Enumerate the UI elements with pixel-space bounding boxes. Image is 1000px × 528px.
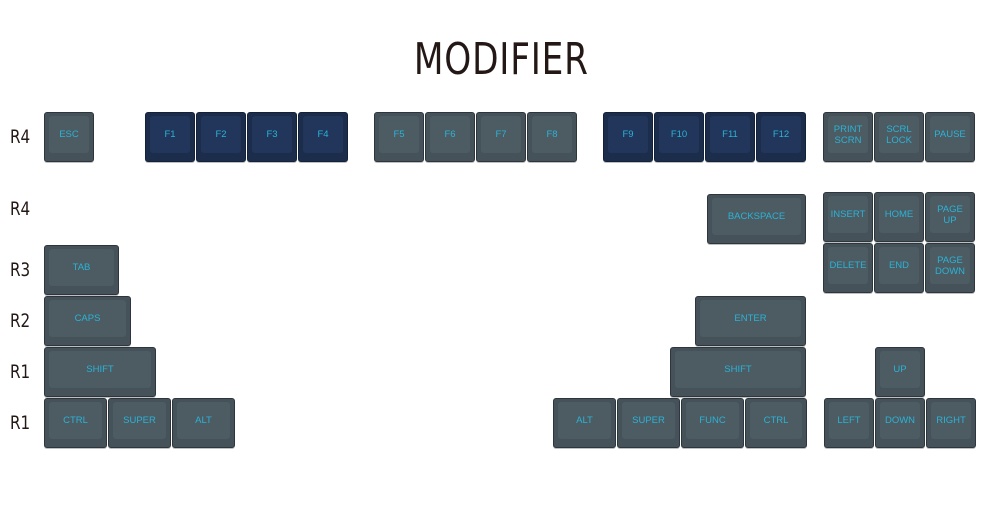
key-left-alt: ALT [172, 398, 235, 448]
keycap-legend: SHIFT [675, 351, 801, 388]
key-f11: F11 [705, 112, 755, 162]
key-pause: PAUSE [925, 112, 975, 162]
key-delete: DELETE [823, 243, 873, 293]
keycap-legend: RIGHT [931, 402, 971, 439]
key-right-shift: SHIFT [670, 347, 806, 397]
key-end: END [874, 243, 924, 293]
keycap-legend: PRINT SCRN [828, 116, 868, 153]
key-page-up: PAGE UP [925, 192, 975, 242]
key-insert: INSERT [823, 192, 873, 242]
key-f1: F1 [145, 112, 195, 162]
keycap-legend: UP [880, 351, 920, 388]
keycap-legend: ENTER [700, 300, 801, 337]
key-f3: F3 [247, 112, 297, 162]
key-arrow-left: LEFT [824, 398, 874, 448]
key-left-shift: SHIFT [44, 347, 156, 397]
keycap-legend: F6 [430, 116, 470, 153]
key-enter: ENTER [695, 296, 806, 346]
keycap-legend: PAGE UP [930, 196, 970, 233]
keycap-legend: F9 [608, 116, 648, 153]
key-arrow-up: UP [875, 347, 925, 397]
key-right-super: SUPER [617, 398, 680, 448]
row-label: R4 [10, 198, 31, 220]
keycap-legend: SCRL LOCK [879, 116, 919, 153]
keycap-legend: PAGE DOWN [930, 247, 970, 284]
row-label: R4 [10, 126, 31, 148]
keycap-legend: F7 [481, 116, 521, 153]
keycap-legend: F1 [150, 116, 190, 153]
row-label: R1 [10, 412, 31, 434]
key-func: FUNC [681, 398, 744, 448]
row-label: R3 [10, 259, 31, 281]
keycap-legend: F12 [761, 116, 801, 153]
key-tab: TAB [44, 245, 119, 295]
key-f9: F9 [603, 112, 653, 162]
keycap-legend: TAB [49, 249, 114, 286]
keycap-legend: F5 [379, 116, 419, 153]
keycap-legend: BACKSPACE [712, 198, 801, 235]
keycap-legend: DELETE [828, 247, 868, 284]
key-f4: F4 [298, 112, 348, 162]
key-home: HOME [874, 192, 924, 242]
keycap-legend: ALT [177, 402, 230, 439]
keycap-legend: PAUSE [930, 116, 970, 153]
key-f8: F8 [527, 112, 577, 162]
keycap-legend: F2 [201, 116, 241, 153]
keycap-legend: CAPS [49, 300, 126, 337]
keycap-legend: SUPER [113, 402, 166, 439]
keycap-legend: ALT [558, 402, 611, 439]
key-print-screen: PRINT SCRN [823, 112, 873, 162]
keycap-legend: LEFT [829, 402, 869, 439]
keycap-legend: CTRL [750, 402, 802, 439]
keycap-legend: DOWN [880, 402, 920, 439]
diagram-title: MODIFIER [413, 34, 589, 85]
keycap-legend: HOME [879, 196, 919, 233]
keycap-legend: INSERT [828, 196, 868, 233]
keycap-legend: ESC [49, 116, 89, 153]
key-f5: F5 [374, 112, 424, 162]
key-right-alt: ALT [553, 398, 616, 448]
key-right-ctrl: CTRL [745, 398, 807, 448]
row-label: R1 [10, 361, 31, 383]
key-scroll-lock: SCRL LOCK [874, 112, 924, 162]
key-arrow-down: DOWN [875, 398, 925, 448]
keycap-legend: SUPER [622, 402, 675, 439]
keycap-legend: F4 [303, 116, 343, 153]
keycap-legend: FUNC [686, 402, 739, 439]
key-f2: F2 [196, 112, 246, 162]
keycap-legend: F3 [252, 116, 292, 153]
key-left-super: SUPER [108, 398, 171, 448]
keycap-legend: F11 [710, 116, 750, 153]
keycap-legend: F10 [659, 116, 699, 153]
key-arrow-right: RIGHT [926, 398, 976, 448]
keycap-legend: END [879, 247, 919, 284]
key-caps-lock: CAPS [44, 296, 131, 346]
keycap-legend: CTRL [49, 402, 102, 439]
key-esc: ESC [44, 112, 94, 162]
key-f7: F7 [476, 112, 526, 162]
key-f6: F6 [425, 112, 475, 162]
key-f12: F12 [756, 112, 806, 162]
keycap-legend: F8 [532, 116, 572, 153]
key-backspace: BACKSPACE [707, 194, 806, 244]
key-page-down: PAGE DOWN [925, 243, 975, 293]
row-label: R2 [10, 310, 31, 332]
key-left-ctrl: CTRL [44, 398, 107, 448]
keycap-legend: SHIFT [49, 351, 151, 388]
key-f10: F10 [654, 112, 704, 162]
